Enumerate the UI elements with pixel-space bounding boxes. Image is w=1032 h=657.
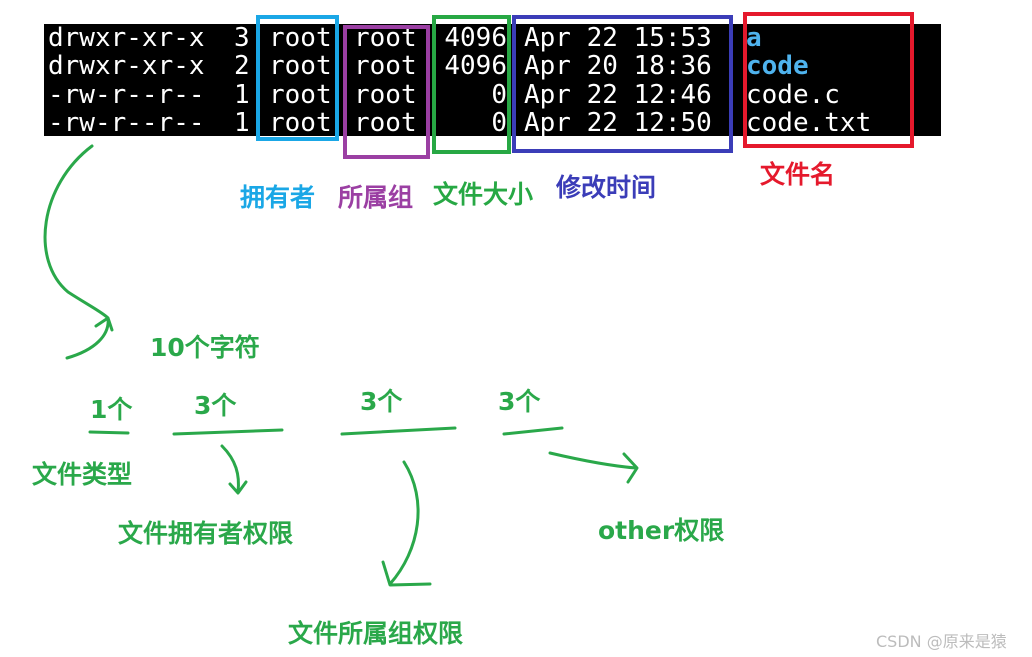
time-cell: Apr 22 12:50	[524, 108, 712, 138]
filename-cell: code.c	[746, 80, 840, 110]
watermark: CSDN @原来是猿	[876, 632, 1007, 651]
owner-cell: root	[269, 108, 332, 138]
mtime-label: 修改时间	[556, 173, 657, 202]
listing-row: -rw-r--r-- 1 root root 0 Apr 22 12:46 co…	[44, 81, 840, 110]
owner-arrow	[220, 444, 248, 495]
other-arrow	[548, 451, 639, 484]
size-label: 文件大小	[433, 180, 534, 209]
size-cell: 4096	[444, 23, 507, 53]
listing-row: -rw-r--r-- 1 root root 0 Apr 22 12:50 co…	[44, 109, 871, 138]
owner-label: 拥有者	[240, 183, 316, 212]
other-underline	[502, 426, 564, 436]
time-cell: Apr 22 12:46	[524, 80, 712, 110]
owner-permission-label: 文件拥有者权限	[118, 519, 294, 548]
group-column-box	[343, 25, 430, 159]
time-cell: Apr 20 18:36	[524, 51, 712, 81]
owner-cell: root	[269, 23, 332, 53]
filename-cell: code	[746, 51, 809, 81]
group-count-label: 3个	[360, 387, 403, 416]
group-underline	[340, 426, 457, 436]
owner-cell: root	[269, 80, 332, 110]
listing-row: drwxr-xr-x 3 root root 4096 Apr 22 15:53…	[44, 24, 762, 53]
group-label: 所属组	[338, 183, 414, 212]
links-cell: 3	[234, 23, 250, 53]
links-cell: 1	[234, 108, 250, 138]
size-cell: 0	[491, 108, 507, 138]
filename-cell: a	[746, 23, 762, 53]
size-column-box	[432, 15, 511, 154]
group-cell: root	[354, 51, 417, 81]
other-permission-label: other权限	[598, 516, 725, 545]
size-cell: 4096	[444, 51, 507, 81]
permissions-cell: drwxr-xr-x	[48, 51, 205, 81]
total-chars-label: 10个字符	[150, 333, 260, 362]
type-count-label: 1个	[90, 395, 133, 424]
filename-column-box	[743, 12, 914, 148]
time-cell: Apr 22 15:53	[524, 23, 712, 53]
group-cell: root	[354, 108, 417, 138]
permissions-cell: drwxr-xr-x	[48, 23, 205, 53]
curve-arrow-to-permissions	[43, 144, 114, 360]
type-underline	[88, 430, 130, 435]
permissions-cell: -rw-r--r--	[48, 80, 205, 110]
owner-cell: root	[269, 51, 332, 81]
links-cell: 1	[234, 80, 250, 110]
group-arrow	[381, 460, 432, 587]
group-cell: root	[354, 80, 417, 110]
group-permission-label: 文件所属组权限	[288, 619, 464, 648]
links-cell: 2	[234, 51, 250, 81]
other-count-label: 3个	[498, 387, 541, 416]
owner-underline	[172, 428, 284, 436]
terminal-listing: drwxr-xr-x 3 root root 4096 Apr 22 15:53…	[44, 24, 941, 138]
filename-label: 文件名	[760, 160, 836, 189]
owner-column-box	[256, 15, 339, 141]
size-cell: 0	[491, 80, 507, 110]
permissions-cell: -rw-r--r--	[48, 108, 205, 138]
mtime-column-box	[512, 15, 733, 153]
file-type-label: 文件类型	[32, 460, 133, 489]
listing-row: drwxr-xr-x 2 root root 4096 Apr 20 18:36…	[44, 52, 809, 81]
owner-count-label: 3个	[194, 391, 237, 420]
filename-cell: code.txt	[746, 108, 872, 138]
